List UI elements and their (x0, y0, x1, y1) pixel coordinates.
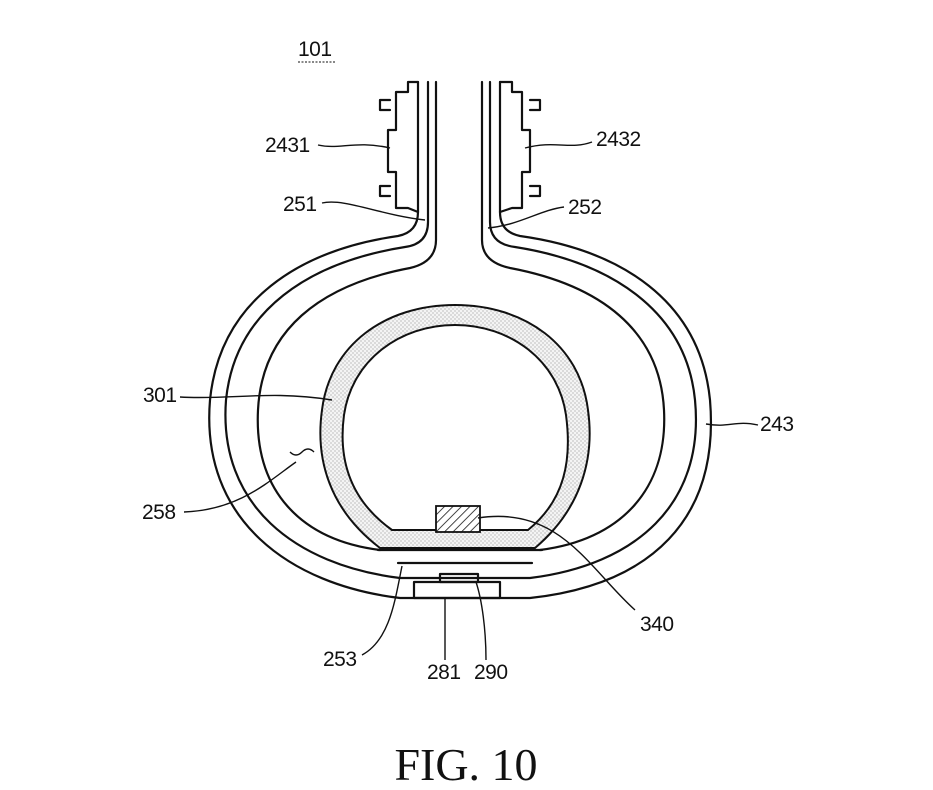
sensor-chip-290 (438, 572, 480, 584)
leader-2432 (524, 141, 593, 149)
label-2431: 2431 (265, 134, 310, 157)
leader-340 (477, 515, 636, 611)
label-251: 251 (283, 193, 317, 216)
label-290: 290 (474, 661, 508, 684)
connector-2431 (378, 80, 420, 214)
label-101: 101 (298, 38, 332, 61)
leader-2431 (317, 144, 391, 149)
channel-wall-left (256, 80, 438, 552)
figure-title: FIG. 10 (394, 739, 537, 790)
label-340: 340 (640, 613, 674, 636)
connector-2432 (498, 80, 542, 214)
leader-243 (705, 422, 759, 426)
label-252: 252 (568, 196, 602, 219)
leader-253 (361, 565, 403, 656)
sensor-pad-281 (412, 580, 502, 600)
cavity-mark (289, 448, 315, 456)
label-281: 281 (427, 661, 461, 684)
label-2432: 2432 (596, 128, 641, 151)
ring-301 (319, 303, 591, 549)
leader-258 (183, 461, 297, 513)
battery-340 (435, 505, 481, 533)
inner-wall-outline (224, 80, 698, 580)
label-253: 253 (323, 648, 357, 671)
label-243: 243 (760, 413, 794, 436)
label-258: 258 (142, 501, 176, 524)
channel-wall-right (480, 80, 666, 552)
leader-251 (321, 201, 426, 221)
leader-301 (179, 394, 333, 401)
leader-290 (475, 581, 487, 661)
label-301: 301 (143, 384, 177, 407)
leader-252 (487, 206, 565, 229)
